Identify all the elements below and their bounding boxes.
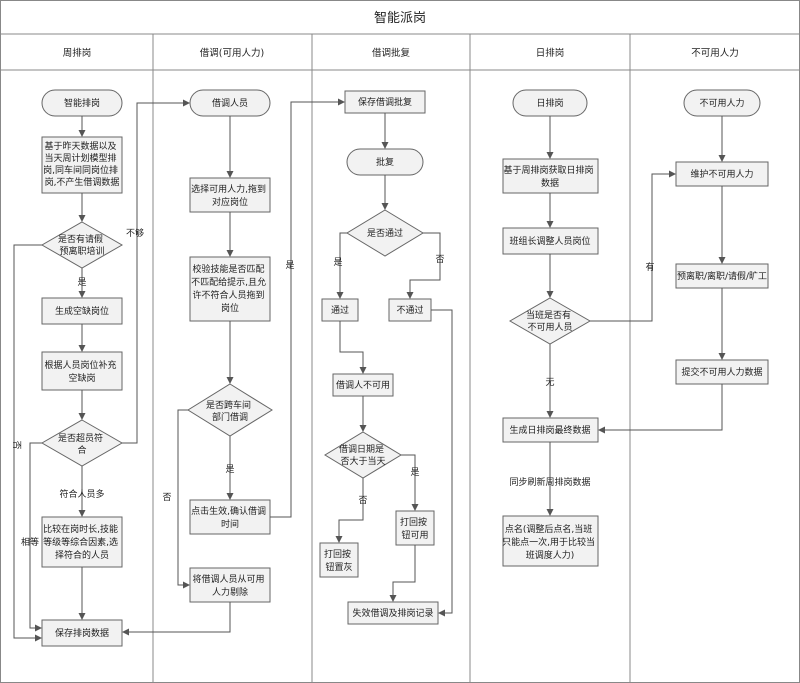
node-unavailable-decision	[508, 297, 592, 345]
edge-pass-yes	[336, 232, 347, 299]
edge-enabled-void	[389, 545, 416, 602]
node-return-enabled	[395, 510, 435, 546]
edge-cross-no-remove	[177, 409, 190, 589]
label-yes-pass: 是	[333, 257, 342, 268]
node-compare	[41, 516, 123, 568]
node-unavailable-decision-label: 当班是否有 不可用人员	[526, 309, 574, 333]
label-equal: 相等	[21, 536, 39, 548]
node-borrow-start-label: 借调人员	[212, 97, 248, 109]
node-return-disabled-label: 打回按 钮置灰	[324, 548, 354, 573]
edge-remove-save	[122, 602, 231, 636]
node-borrower-unavailable-label: 借调人不可用	[336, 379, 390, 391]
node-confirm-borrow-label: 点击生效,确认借调 时间	[191, 505, 269, 530]
edge-leave-no-save	[13, 244, 42, 642]
label-over-many: 符合人员多	[59, 488, 104, 500]
label-no-leave: 否	[11, 440, 22, 449]
lane-header-unavailable: 不可用人力	[691, 47, 739, 59]
node-select-staff-label: 选择可用人力,拖到 对应岗位	[191, 183, 269, 208]
node-skill-check	[189, 256, 271, 322]
label-yes-date: 是	[410, 467, 419, 478]
edge-not-enough-borrow	[122, 99, 190, 444]
node-weekly-generate	[41, 136, 123, 194]
node-leave-decision	[40, 221, 124, 269]
node-submit-unavail-label: 提交不可用人力数据	[681, 366, 762, 378]
node-overstaff-decision-label: 是否超员符 合	[58, 432, 106, 456]
diagram-title: 智能派岗	[374, 11, 426, 26]
node-daily-final-label: 生成日排岗最终数据	[509, 424, 590, 436]
edge-confirm-approval	[270, 98, 345, 518]
node-fill-vacancy	[41, 351, 123, 391]
node-save-schedule	[41, 619, 123, 647]
node-void-records-label: 失效借调及排岗记录	[352, 607, 433, 619]
label-sync: 同步刷新周排岗数据	[509, 476, 590, 488]
node-pass-decision-label: 是否通过	[367, 227, 403, 239]
label-yes-approval: 是	[285, 260, 294, 271]
node-fill-vacancy-label: 根据人员岗位补充 空缺岗	[45, 359, 120, 384]
node-confirm-borrow	[189, 499, 271, 535]
node-pass-label: 通过	[331, 304, 349, 316]
label-none: 无	[545, 377, 554, 388]
lane-header-weekly: 周排岗	[63, 47, 92, 59]
node-weekly-generate-label: 基于昨天数据以及 当天周计划模型排 岗,同车间同岗位排 岗,不产生借调数据	[43, 140, 121, 188]
node-approve-label: 批复	[376, 156, 394, 168]
edge-pass-unavailable	[339, 321, 367, 374]
node-skill-check-label: 校验技能是否匹配 不匹配给提示,且允 许不符合人员拖到 岗位	[191, 263, 269, 314]
node-roll-call	[502, 515, 599, 567]
node-save-schedule-label: 保存排岗数据	[55, 627, 109, 639]
node-leader-adjust-label: 班组长调整人员岗位	[509, 235, 590, 247]
node-cross-dept-decision-label: 是否跨车间 部门借调	[206, 399, 254, 423]
label-no-cross: 否	[162, 492, 171, 503]
edge-pass-no	[406, 232, 441, 299]
node-weekly-start-label: 智能排岗	[64, 97, 100, 109]
node-daily-start-label: 日排岗	[536, 97, 563, 109]
node-compare-label: 比较在岗时长,技能 等级等综合因素,选 择符合的人员	[43, 523, 121, 561]
edge-decision-has-maintain	[590, 170, 676, 322]
label-no-pass: 否	[435, 254, 444, 265]
edge-over-equal-save	[29, 442, 42, 632]
label-not-enough: 不够	[126, 228, 144, 239]
node-return-enabled-label: 打回按 钮可用	[400, 516, 430, 541]
node-daily-final	[502, 417, 599, 443]
node-unavail-types-label: 预离职/离职/请假/旷工	[677, 270, 767, 282]
edge-date-no	[335, 478, 364, 543]
node-date-decision-label: 借调日期是 否大于当天	[339, 443, 387, 467]
label-has: 有	[645, 261, 654, 273]
edge-date-yes	[401, 454, 419, 511]
node-reject-label: 不通过	[396, 304, 423, 316]
label-yes-leave: 是	[77, 277, 86, 288]
node-pass-decision	[346, 209, 424, 257]
edge-submit-final	[598, 384, 723, 434]
node-unavail-types	[675, 263, 769, 289]
node-select-staff	[189, 177, 271, 213]
node-submit-unavail	[675, 359, 769, 385]
node-daily-get-label: 基于周排岗获取日排岗 数据	[504, 164, 597, 189]
edge-reject-void	[431, 309, 453, 617]
node-roll-call-label: 点名(调整后点名,当班 只能点一次,用于比较当 班调度人力)	[502, 523, 598, 561]
lane-header-daily: 日排岗	[536, 47, 565, 59]
label-no-date: 否	[358, 495, 367, 506]
node-maintain-unavail-label: 维护不可用人力	[690, 168, 753, 180]
node-unavail-start-label: 不可用人力	[699, 97, 744, 109]
node-vacancy-label: 生成空缺岗位	[55, 305, 109, 317]
node-remove-borrowed	[189, 567, 271, 603]
node-save-approval-label: 保存借调批复	[358, 96, 412, 108]
node-remove-borrowed-label: 将借调人员从可用 人力剔除	[193, 573, 268, 598]
label-yes-cross: 是	[225, 464, 234, 475]
lane-header-borrow: 借调(可用人力)	[200, 47, 264, 59]
node-return-disabled	[319, 542, 359, 578]
lane-header-approval: 借调批复	[372, 47, 411, 59]
node-date-decision	[324, 431, 402, 479]
node-daily-get	[502, 158, 599, 194]
node-leave-decision-label: 是否有请假 预离职培训	[58, 233, 106, 257]
